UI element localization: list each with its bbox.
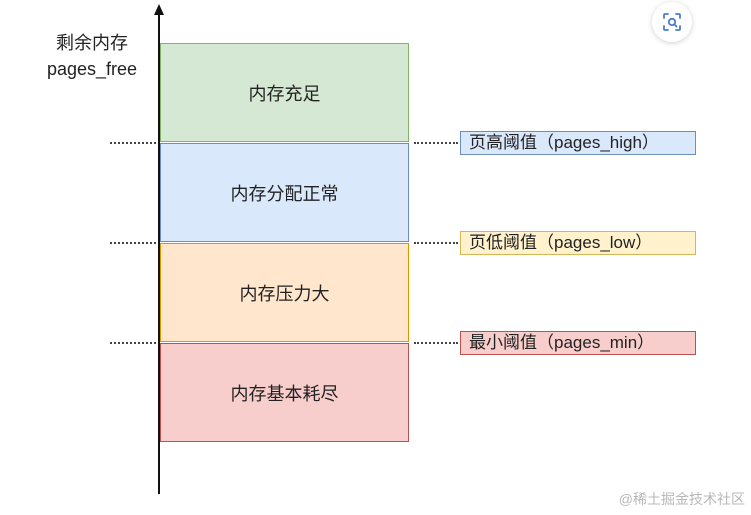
- threshold-tag-pages-high: 页高阈值（pages_high）: [460, 131, 696, 155]
- threshold-low-dots-left: [110, 242, 156, 244]
- y-axis-label-line2: pages_free: [46, 59, 138, 79]
- zone-label: 内存分配正常: [230, 183, 339, 204]
- threshold-tag-pages-low: 页低阈值（pages_low）: [460, 231, 696, 255]
- y-axis-arrow-icon: [154, 4, 164, 15]
- threshold-min-dots-left: [110, 342, 156, 344]
- threshold-low-dots-right: [414, 242, 458, 244]
- y-axis-line: [158, 10, 160, 494]
- scan-button[interactable]: [652, 2, 692, 42]
- y-axis-label: 剩余内存 pages_free: [30, 30, 154, 82]
- zone-memory-sufficient: 内存充足: [160, 43, 409, 142]
- threshold-label: 最小阈值（pages_min）: [469, 333, 655, 352]
- scan-icon: [663, 13, 681, 31]
- zone-memory-exhausted: 内存基本耗尽: [160, 343, 409, 442]
- threshold-label: 页低阈值（pages_low）: [469, 233, 653, 252]
- threshold-label: 页高阈值（pages_high）: [469, 133, 659, 152]
- zone-label: 内存压力大: [239, 283, 330, 304]
- zone-memory-pressure: 内存压力大: [160, 243, 409, 342]
- threshold-tag-pages-min: 最小阈值（pages_min）: [460, 331, 696, 355]
- watermark: @稀土掘金技术社区: [618, 491, 745, 507]
- threshold-min-dots-right: [414, 342, 458, 344]
- y-axis-label-line1: 剩余内存: [56, 33, 128, 53]
- threshold-high-dots-left: [110, 142, 156, 144]
- zone-label: 内存充足: [248, 83, 321, 104]
- zone-label: 内存基本耗尽: [230, 383, 339, 404]
- threshold-high-dots-right: [414, 142, 458, 144]
- zone-memory-normal: 内存分配正常: [160, 143, 409, 242]
